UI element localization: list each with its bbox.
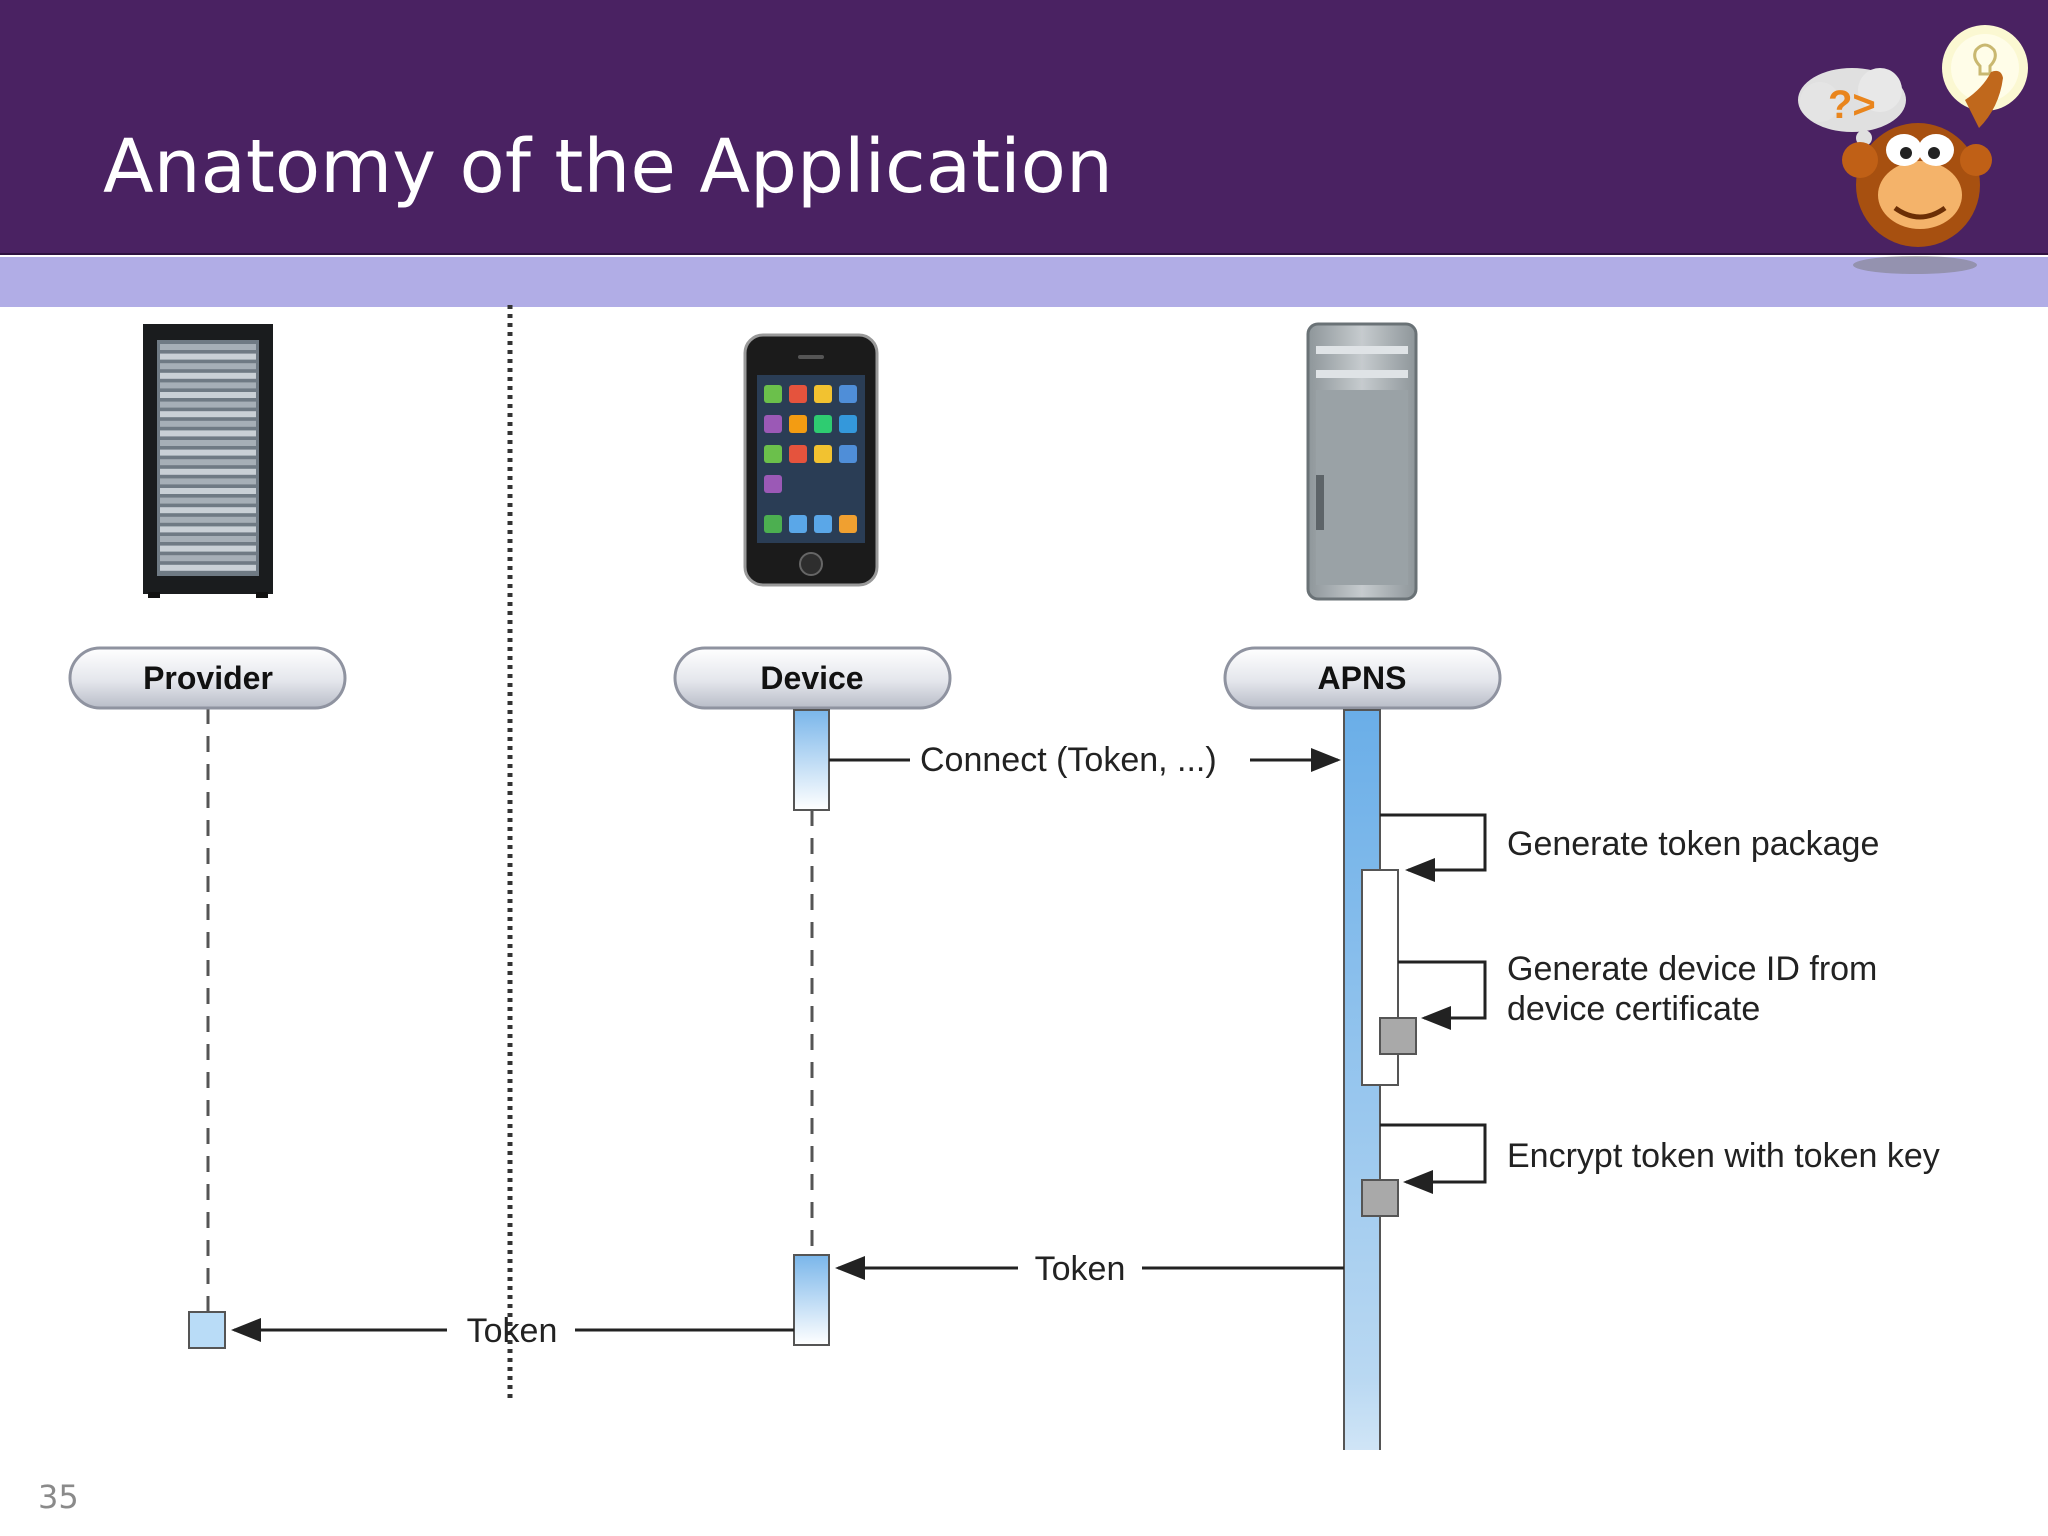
rack-slot xyxy=(160,411,256,418)
self-call-label-3: Encrypt token with token key xyxy=(1507,1137,1940,1175)
message-label-token-2: Token xyxy=(467,1312,558,1350)
phone-app-icon xyxy=(814,415,832,433)
page-number: 35 xyxy=(38,1478,79,1516)
device-activation-connect xyxy=(793,709,830,811)
actor-label-apns: APNS xyxy=(1318,660,1407,696)
self-call-label-2a: Generate device ID from xyxy=(1507,950,1877,988)
phone-app-icon xyxy=(764,385,782,403)
apns-activation-small-1 xyxy=(1379,1017,1417,1055)
phone-app-icon xyxy=(814,445,832,463)
actor-pill-provider: Provider xyxy=(68,646,347,710)
self-call-encrypt-token: Encrypt token with token key xyxy=(1380,1123,1940,1194)
rack-slot xyxy=(160,516,256,523)
rack-slot xyxy=(160,344,256,350)
rack-slot xyxy=(160,468,256,475)
phone-dock-icon xyxy=(839,515,857,533)
rack-slot xyxy=(160,526,256,533)
message-token-device-to-provider: Token xyxy=(231,1312,794,1350)
actor-label-device: Device xyxy=(760,660,863,696)
rack-slot xyxy=(160,420,256,427)
rack-slot xyxy=(160,545,256,552)
phone-app-icon xyxy=(789,385,807,403)
mascot-thought-text: ?> xyxy=(1828,83,1876,127)
message-label-token-1: Token xyxy=(1035,1250,1126,1288)
actor-label-provider: Provider xyxy=(143,660,273,696)
phone-app-icon xyxy=(839,385,857,403)
phone-app-icon xyxy=(814,385,832,403)
phone-app-icon xyxy=(764,445,782,463)
rack-slot xyxy=(160,353,256,360)
apns-activation-small-2 xyxy=(1361,1179,1399,1217)
rack-slot xyxy=(160,536,256,542)
phone-app-icon xyxy=(764,415,782,433)
rack-slot xyxy=(160,430,256,437)
actor-pill-apns: APNS xyxy=(1223,646,1502,710)
rack-slot xyxy=(160,440,256,446)
rack-slot xyxy=(160,382,256,389)
rack-slot xyxy=(160,488,256,494)
phone-app-icon xyxy=(789,445,807,463)
server-rack-icon xyxy=(143,324,273,598)
rack-slot xyxy=(160,478,256,485)
self-call-generate-device-id: Generate device ID from device certifica… xyxy=(1398,950,1877,1030)
iphone-icon xyxy=(743,333,879,587)
self-call-generate-token-package: Generate token package xyxy=(1380,813,1879,882)
phone-app-icon xyxy=(764,475,782,493)
rack-slot xyxy=(160,507,256,514)
phone-dock-icon xyxy=(789,515,807,533)
rack-slot xyxy=(160,497,256,504)
rack-slot xyxy=(160,401,256,408)
rack-slot xyxy=(160,564,256,571)
rack-slot xyxy=(160,449,256,456)
slide-title: Anatomy of the Application xyxy=(103,124,1113,210)
phone-dock-icon xyxy=(814,515,832,533)
phone-app-icon xyxy=(789,415,807,433)
rack-slot xyxy=(160,555,256,562)
rack-slot xyxy=(160,392,256,398)
rack-slot xyxy=(160,459,256,466)
self-call-label-2b: device certificate xyxy=(1507,990,1760,1028)
self-call-label-1: Generate token package xyxy=(1507,825,1879,863)
actor-pill-device: Device xyxy=(673,646,952,710)
tower-server-icon xyxy=(1306,322,1418,601)
phone-app-icon xyxy=(839,415,857,433)
phone-dock-icon xyxy=(764,515,782,533)
slide-header xyxy=(0,0,2048,255)
message-label-connect: Connect (Token, ...) xyxy=(920,741,1217,779)
thinking-monkey-icon: ?> xyxy=(1798,25,2028,274)
rack-slot xyxy=(160,363,256,370)
apns-sequence-diagram: Provider Device APNS Connect (Token, ...… xyxy=(68,305,1940,1450)
header-accent-bar xyxy=(0,257,2048,307)
message-token-apns-to-device: Token xyxy=(835,1250,1344,1288)
provider-activation-token xyxy=(188,1311,226,1349)
phone-app-icon xyxy=(839,445,857,463)
message-connect: Connect (Token, ...) xyxy=(829,741,1341,779)
rack-slot xyxy=(160,372,256,379)
device-activation-token xyxy=(793,1254,830,1346)
